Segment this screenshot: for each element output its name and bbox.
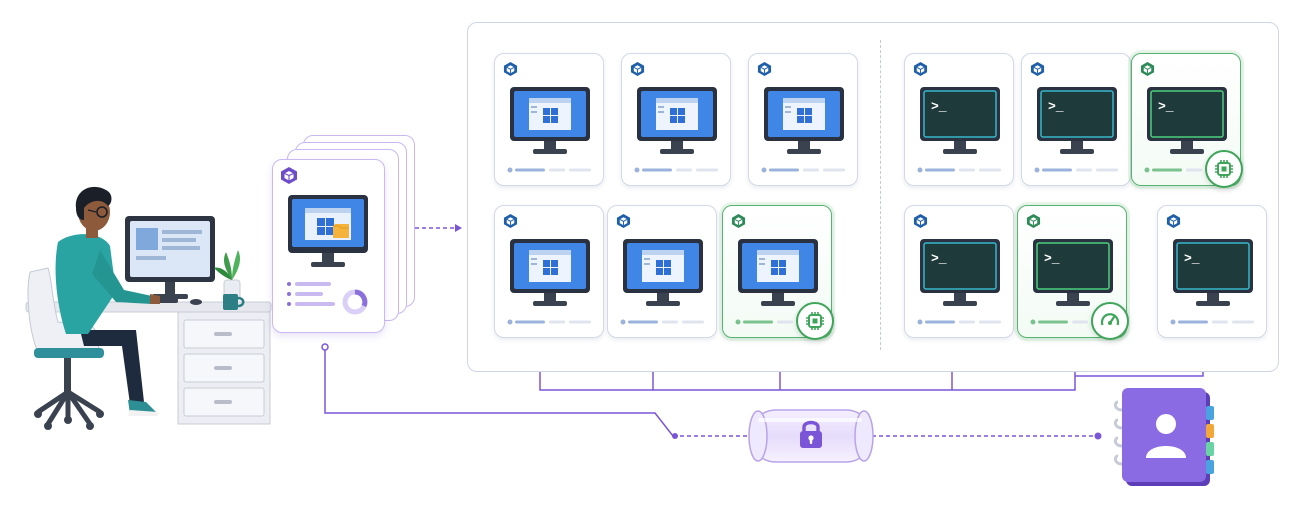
windows-session-host-card: [607, 205, 717, 338]
linux-session-host-card: >_: [1157, 205, 1267, 338]
windows-monitor-icon: [637, 87, 717, 154]
cube-icon: [1030, 61, 1045, 77]
linux-session-host-card: >_: [1017, 205, 1129, 340]
cube-icon: [913, 213, 928, 229]
cube-icon: [1166, 213, 1181, 229]
session-status-bar: [507, 167, 591, 173]
person-at-desk-icon: [25, 186, 272, 430]
linux-session-host-card: >_: [904, 205, 1014, 338]
capability-badge: [1091, 302, 1129, 340]
session-status-bar: [761, 167, 845, 173]
cube-icon: [630, 61, 645, 77]
linux-session-host-card: >_: [1131, 53, 1243, 188]
cube-icon: [1140, 61, 1155, 77]
speedometer-icon: [1100, 313, 1120, 326]
windows-session-host-card: [722, 205, 834, 340]
capability-badge: [1205, 150, 1243, 188]
cube-icon: [281, 167, 297, 184]
cube-icon: [1026, 213, 1041, 229]
windows-monitor-icon: [764, 87, 844, 154]
terminal-monitor-icon: >_: [920, 239, 1000, 306]
windows-monitor-icon: [738, 239, 818, 306]
cube-icon: [503, 61, 518, 77]
terminal-monitor-icon: >_: [1173, 239, 1253, 306]
session-status-bar: [917, 167, 1001, 173]
cube-icon: [913, 61, 928, 77]
session-status-bar: [1170, 319, 1254, 325]
linux-session-host-card: >_: [1021, 53, 1131, 186]
desktop-monitor-icon: [288, 195, 368, 267]
session-status-bar: [620, 319, 704, 325]
user-to-tunnel-line: [324, 347, 674, 437]
cube-icon: [757, 61, 772, 77]
image-stack-front-card: [272, 159, 385, 333]
address-book-icon: [1113, 388, 1214, 486]
cube-icon: [616, 213, 631, 229]
terminal-monitor-icon: >_: [1147, 87, 1227, 154]
windows-session-host-card: [494, 205, 604, 338]
session-status-bar: [634, 167, 718, 173]
cube-icon: [731, 213, 746, 229]
session-status-bar: [507, 319, 591, 325]
windows-monitor-icon: [510, 87, 590, 154]
windows-monitor-icon: [623, 239, 703, 306]
image-details-lines: [287, 282, 368, 315]
lock-icon: [800, 420, 822, 448]
svg-text:>_: >_: [1044, 251, 1060, 266]
terminal-monitor-icon: >_: [920, 87, 1000, 154]
windows-session-host-card: [621, 53, 731, 186]
session-status-bar: [1034, 167, 1118, 173]
pool-bus-line: [539, 355, 1076, 391]
svg-text:>_: >_: [1048, 99, 1064, 114]
terminal-monitor-icon: >_: [1033, 239, 1113, 306]
cube-icon: [503, 213, 518, 229]
windows-session-host-card: [748, 53, 858, 186]
cpu-icon: [1215, 160, 1233, 178]
terminal-monitor-icon: >_: [1037, 87, 1117, 154]
svg-text:>_: >_: [931, 251, 947, 266]
capability-badge: [796, 302, 834, 340]
windows-monitor-icon: [510, 239, 590, 306]
windows-session-host-card: [494, 53, 604, 186]
linux-session-host-card: >_: [904, 53, 1014, 186]
svg-text:>_: >_: [1158, 99, 1174, 114]
cpu-icon: [806, 312, 824, 330]
svg-text:>_: >_: [931, 99, 947, 114]
os-group-divider: [880, 40, 881, 350]
session-status-bar: [917, 319, 1001, 325]
svg-text:>_: >_: [1184, 251, 1200, 266]
